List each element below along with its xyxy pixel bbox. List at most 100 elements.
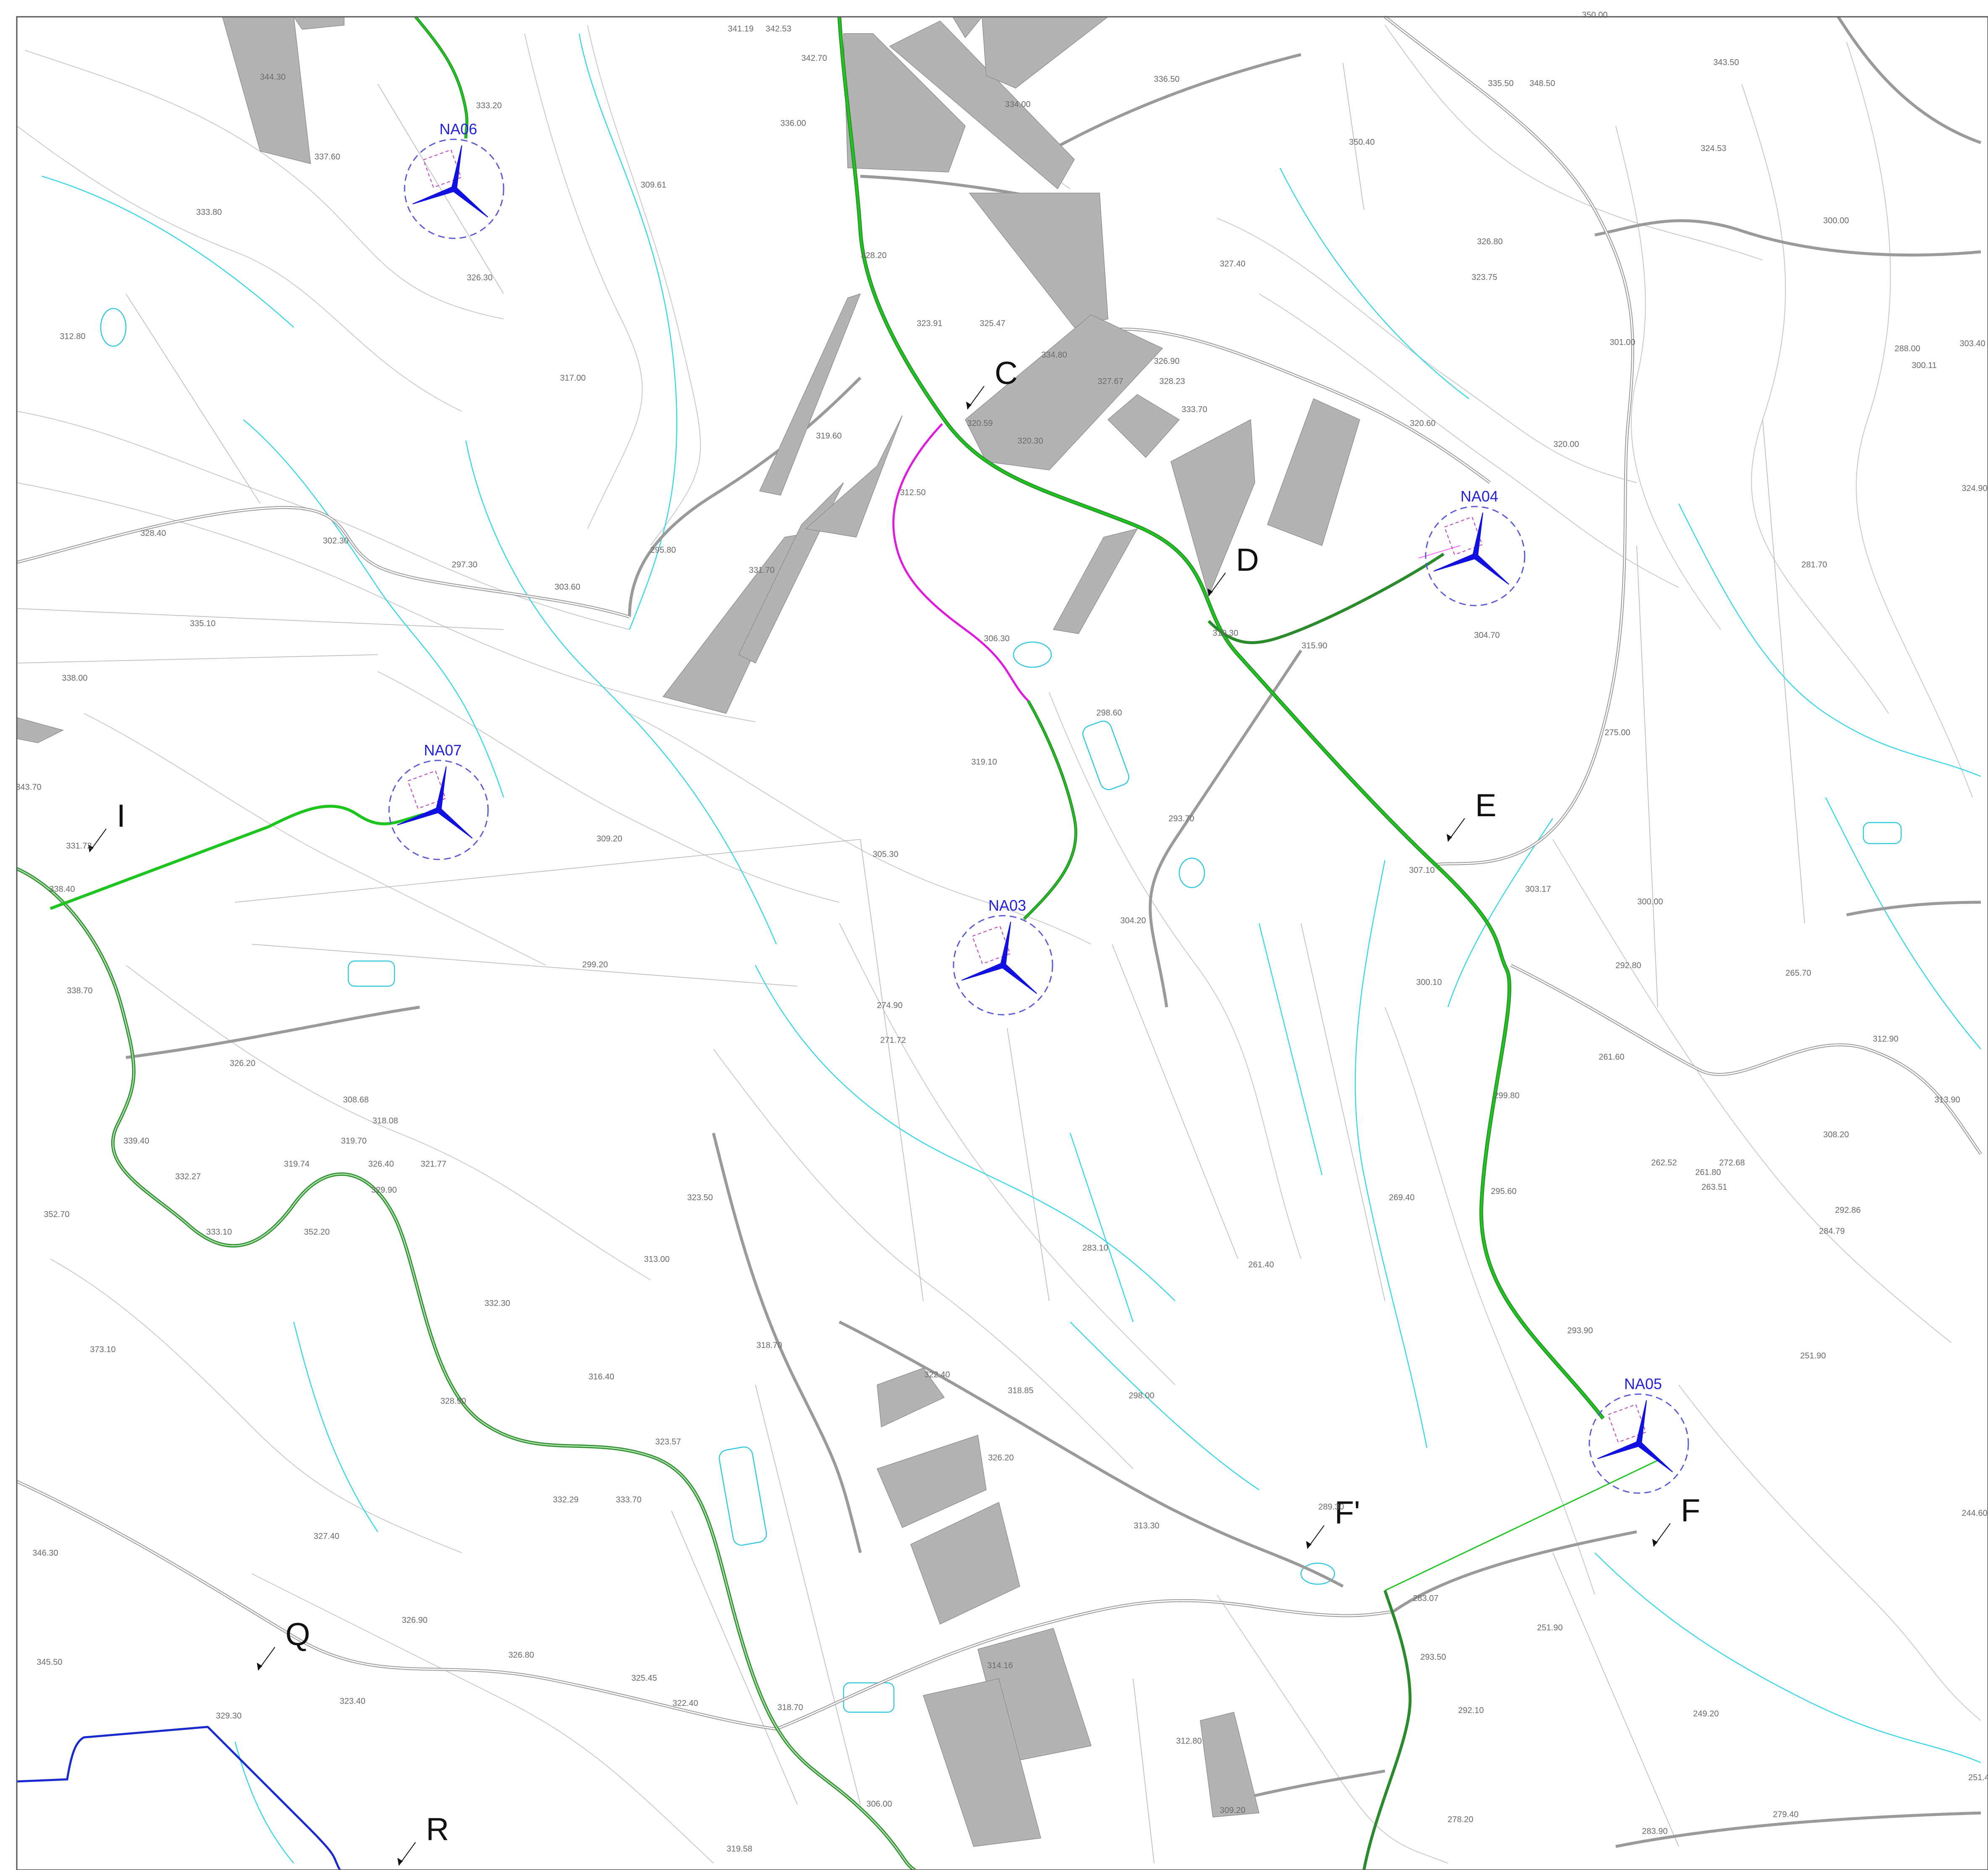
elevation-label: 350.00 [1582,10,1607,20]
route-point-label: I [117,798,125,834]
elevation-label: 271.72 [880,1036,906,1045]
elevation-label: 319.74 [284,1160,309,1169]
elevation-label: 346.30 [32,1549,58,1558]
elevation-label: 352.20 [304,1228,329,1237]
elevation-label: 303.60 [554,582,580,592]
elevation-label: 275.00 [1604,728,1630,737]
route-point-label: E [1475,788,1497,823]
elevation-label: 326.20 [988,1453,1014,1463]
route-na04-spur [1207,553,1445,644]
elevation-label: 323.75 [1471,273,1497,282]
route-point-label: C [995,355,1018,391]
elevation-label: 298.00 [1129,1391,1154,1400]
turbine-label: NA06 [439,120,477,138]
elevation-label: 333.10 [206,1228,232,1237]
route-point-label: R [426,1812,449,1847]
platform-outline [1607,1404,1646,1443]
elevation-label: 350.40 [1349,138,1374,147]
elevation-label: 304.20 [1120,916,1146,925]
elevation-label: 334.00 [1005,100,1030,109]
turbine-na06[interactable]: NA06 [404,120,504,239]
elevation-label: 333.70 [1181,405,1207,414]
elevation-label: 265.70 [1785,969,1811,978]
route-point-label: D [1236,542,1259,578]
turbine-na03[interactable]: NA03 [953,897,1053,1016]
elevation-label: 281.70 [1801,560,1827,569]
elevation-label: 344.30 [260,73,285,82]
platform-outline [972,925,1011,964]
turbine-buffer-circle [1425,506,1526,606]
route-southern-green [1362,1590,1412,1870]
platform-outline [423,149,462,188]
elevation-label: 315.90 [1301,641,1327,650]
elevation-label: 303.40 [1959,339,1985,348]
elevation-label: 338.00 [62,674,87,683]
turbine-label: NA05 [1624,1375,1662,1392]
elevation-label: 283.90 [1642,1827,1667,1836]
turbine-buffer-circle [388,760,489,860]
elevation-label: 337.60 [314,152,340,162]
elevation-label: 305.30 [873,850,898,859]
route-point-c: C [966,355,1018,410]
elevation-label: 274.90 [877,1001,902,1010]
turbine-label: NA04 [1460,488,1498,505]
elevation-label: 334.80 [1041,350,1067,360]
elevation-label: 326.80 [1477,237,1502,246]
elevation-label: 326.90 [1154,357,1179,366]
elevation-label: 319.58 [726,1844,752,1854]
elevation-label: 249.20 [1693,1709,1719,1719]
elevation-label: 293.50 [1420,1653,1446,1662]
elevation-label: 313.00 [644,1255,669,1264]
elevation-label: 327.67 [1097,377,1123,386]
elevation-label: 317.00 [560,373,585,383]
elevation-label: 326.80 [508,1651,534,1660]
elevation-label: 327.40 [313,1532,339,1541]
elevation-label: 343.50 [1713,58,1739,67]
turbine-na07[interactable]: NA07 [388,742,489,860]
elevation-label: 318.08 [372,1116,398,1126]
elevation-label: 251.4 [1968,1773,1988,1782]
elevation-label: 326.90 [402,1616,427,1625]
elevation-label: 326.30 [467,273,492,282]
elevation-label: 312.80 [1176,1737,1202,1746]
route-point-label: F' [1335,1495,1360,1530]
elevation-label: 321.77 [421,1160,446,1169]
elevation-label: 338.70 [67,986,92,995]
elevation-label: 331.70 [749,566,774,575]
route-point-r: R [397,1812,449,1866]
elevation-label: 319.70 [341,1136,366,1146]
elevation-label: 312.50 [900,488,925,497]
elevation-label: 309.61 [640,180,666,190]
elevation-label: 261.60 [1599,1053,1624,1062]
elevation-label: 329.90 [371,1186,397,1195]
elevation-label: 284.79 [1819,1227,1844,1236]
elevation-label: 329.30 [216,1711,241,1721]
turbine-na05[interactable]: NA05 [1588,1375,1689,1494]
elevation-label: 328.40 [140,529,166,538]
route-point-i: I [88,798,125,852]
turbine-na04[interactable]: NA04 [1425,488,1526,606]
elevation-label: 303.17 [1525,885,1551,894]
elevation-label: 300.10 [1416,978,1442,987]
elevation-label: 309.20 [1220,1806,1245,1815]
elevation-label: 328.20 [861,251,886,260]
elevation-label: 338.40 [49,885,75,894]
elevation-label: 333.80 [196,208,222,217]
elevation-label: 318.85 [1008,1386,1033,1395]
elevation-label: 300.11 [1912,361,1937,370]
elevation-label: 323.40 [340,1697,365,1706]
turbine-buffer-circle [953,915,1053,1016]
elevation-label: 292.86 [1835,1206,1860,1215]
elevation-label: 299.80 [1494,1091,1519,1100]
turbine-label: NA07 [424,742,462,759]
elevation-label: 244.60 [1962,1509,1987,1518]
elevation-label: 293.90 [1567,1326,1593,1335]
elevation-label: 278.20 [1447,1815,1473,1824]
elevation-label: 336.00 [780,119,806,128]
elevation-label: 335.50 [1488,79,1513,88]
buildings [16,16,1360,1847]
elevation-label: 299.20 [582,960,608,969]
